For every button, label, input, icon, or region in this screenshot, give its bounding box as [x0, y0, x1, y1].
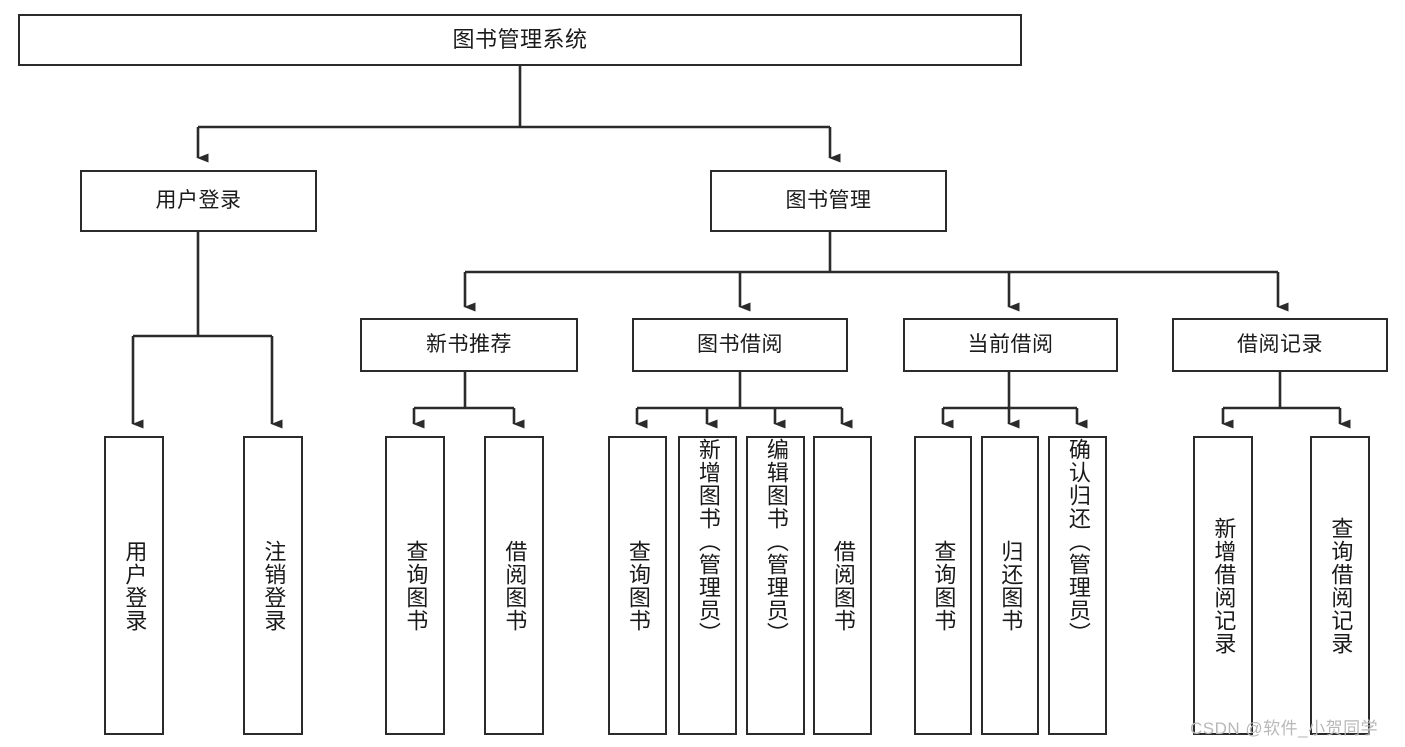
leaf-borrow-record-query[interactable]: 查询借阅记录 [1310, 436, 1370, 735]
node-book-management[interactable]: 图书管理 [710, 170, 947, 232]
leaf-new-book-query[interactable]: 查询图书 [385, 436, 445, 735]
node-label: 借阅记录 [1237, 332, 1323, 356]
node-label: 用户登录 [122, 539, 148, 632]
leaf-user-login-signin[interactable]: 用户登录 [104, 436, 164, 735]
node-new-book-recommend[interactable]: 新书推荐 [360, 318, 578, 372]
leaf-borrow-record-add[interactable]: 新增借阅记录 [1193, 436, 1253, 735]
node-root-system[interactable]: 图书管理系统 [18, 14, 1022, 66]
node-label: 查询图书 [403, 539, 429, 632]
node-label: 图书管理系统 [452, 27, 588, 53]
node-label: 新增图书（管理员） [695, 438, 721, 645]
node-label: 确认归还（管理员） [1065, 438, 1091, 645]
leaf-book-borrow-lend[interactable]: 借阅图书 [813, 436, 872, 735]
leaf-current-borrow-return[interactable]: 归还图书 [981, 436, 1039, 735]
node-label: 注销登录 [261, 539, 287, 632]
node-label: 查询图书 [931, 539, 957, 632]
leaf-book-borrow-query[interactable]: 查询图书 [608, 436, 667, 735]
node-label: 归还图书 [998, 539, 1024, 632]
node-label: 借阅图书 [830, 539, 856, 632]
watermark-text: CSDN @软件_小贺同学 [1190, 719, 1379, 738]
node-label: 编辑图书（管理员） [763, 438, 789, 645]
node-current-borrow[interactable]: 当前借阅 [903, 318, 1118, 372]
leaf-new-book-borrow[interactable]: 借阅图书 [484, 436, 544, 735]
node-label: 借阅图书 [502, 539, 528, 632]
node-label: 用户登录 [155, 188, 242, 212]
node-label: 查询图书 [625, 539, 651, 632]
node-label: 图书管理 [785, 188, 872, 212]
node-book-borrow[interactable]: 图书借阅 [632, 318, 848, 372]
leaf-book-borrow-add[interactable]: 新增图书（管理员） [678, 436, 737, 735]
node-user-login[interactable]: 用户登录 [80, 170, 317, 232]
leaf-current-borrow-query[interactable]: 查询图书 [914, 436, 972, 735]
node-label: 新增借阅记录 [1211, 516, 1237, 655]
node-label: 查询借阅记录 [1328, 516, 1354, 655]
node-label: 新书推荐 [426, 332, 512, 356]
node-borrow-record[interactable]: 借阅记录 [1172, 318, 1388, 372]
node-label: 图书借阅 [697, 332, 783, 356]
node-label: 当前借阅 [967, 332, 1054, 356]
leaf-user-login-signout[interactable]: 注销登录 [243, 436, 303, 735]
leaf-current-borrow-confirm-return[interactable]: 确认归还（管理员） [1048, 436, 1107, 735]
leaf-book-borrow-edit[interactable]: 编辑图书（管理员） [746, 436, 805, 735]
